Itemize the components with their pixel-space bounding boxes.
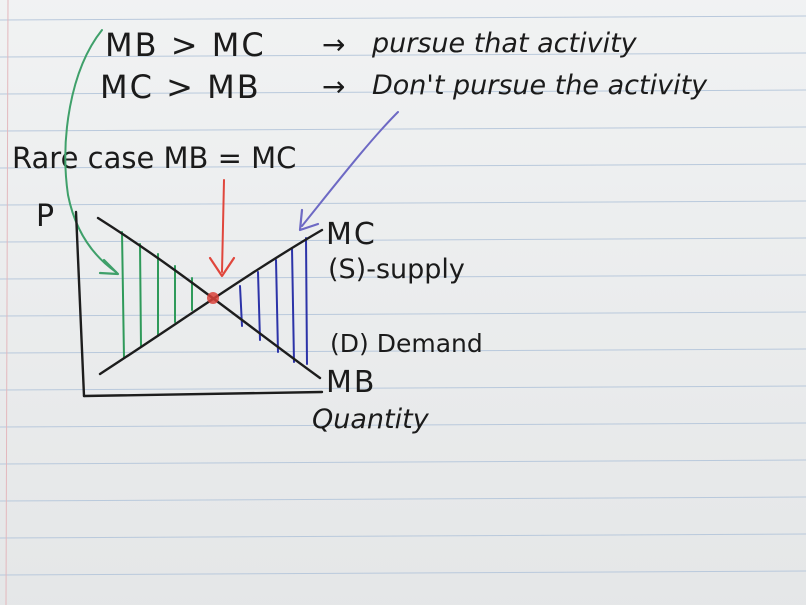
rule-line <box>0 311 806 317</box>
hatch-stroke <box>305 237 308 365</box>
rule-line <box>0 52 806 58</box>
y-axis-label: P <box>36 199 54 234</box>
x-axis <box>82 390 324 398</box>
rule1-arrow: → <box>322 28 345 61</box>
rule-line <box>0 422 806 428</box>
rare-case-note: Rare case MB = MC <box>12 141 296 175</box>
hatch-stroke <box>291 247 295 363</box>
rule2-arrow: → <box>322 70 345 103</box>
rule-line <box>0 459 806 465</box>
rule-line <box>0 496 806 502</box>
rule-line <box>0 533 806 539</box>
hatch-stroke <box>139 243 142 347</box>
rule-line <box>0 15 806 21</box>
rule1-condition: MB > MC <box>105 26 266 64</box>
rule-line <box>0 163 806 169</box>
purple-arrowhead <box>298 208 320 232</box>
green-arrowhead <box>98 258 120 276</box>
rule-line <box>0 385 806 391</box>
rule-line <box>0 274 806 280</box>
mc-label: MC <box>326 217 377 252</box>
rule-line <box>0 89 806 95</box>
margin-line <box>5 0 9 605</box>
rule-line <box>0 126 806 132</box>
rule2-condition: MC > MB <box>100 68 261 106</box>
hatch-stroke <box>257 271 261 341</box>
mb-label: MB <box>326 365 376 400</box>
rule-line <box>0 237 806 243</box>
green-hatch-surplus-area <box>121 231 193 359</box>
red-arrow <box>221 179 225 273</box>
hatch-stroke <box>275 259 279 353</box>
purple-arrow <box>301 111 399 227</box>
blue-hatch-loss-area <box>239 237 308 365</box>
rule-line <box>0 200 806 206</box>
x-axis-label: Quantity <box>312 404 430 435</box>
hatch-stroke <box>121 231 125 359</box>
rule2-action: Don't pursue the activity <box>372 70 708 101</box>
red-arrowhead <box>208 256 236 278</box>
demand-label: (D) Demand <box>330 329 483 358</box>
y-axis <box>74 210 86 398</box>
rule-line <box>0 570 806 576</box>
supply-label: (S)-supply <box>328 254 465 285</box>
rule1-action: pursue that activity <box>371 28 638 59</box>
equilibrium-point <box>207 292 219 304</box>
green-arrow <box>64 29 117 273</box>
